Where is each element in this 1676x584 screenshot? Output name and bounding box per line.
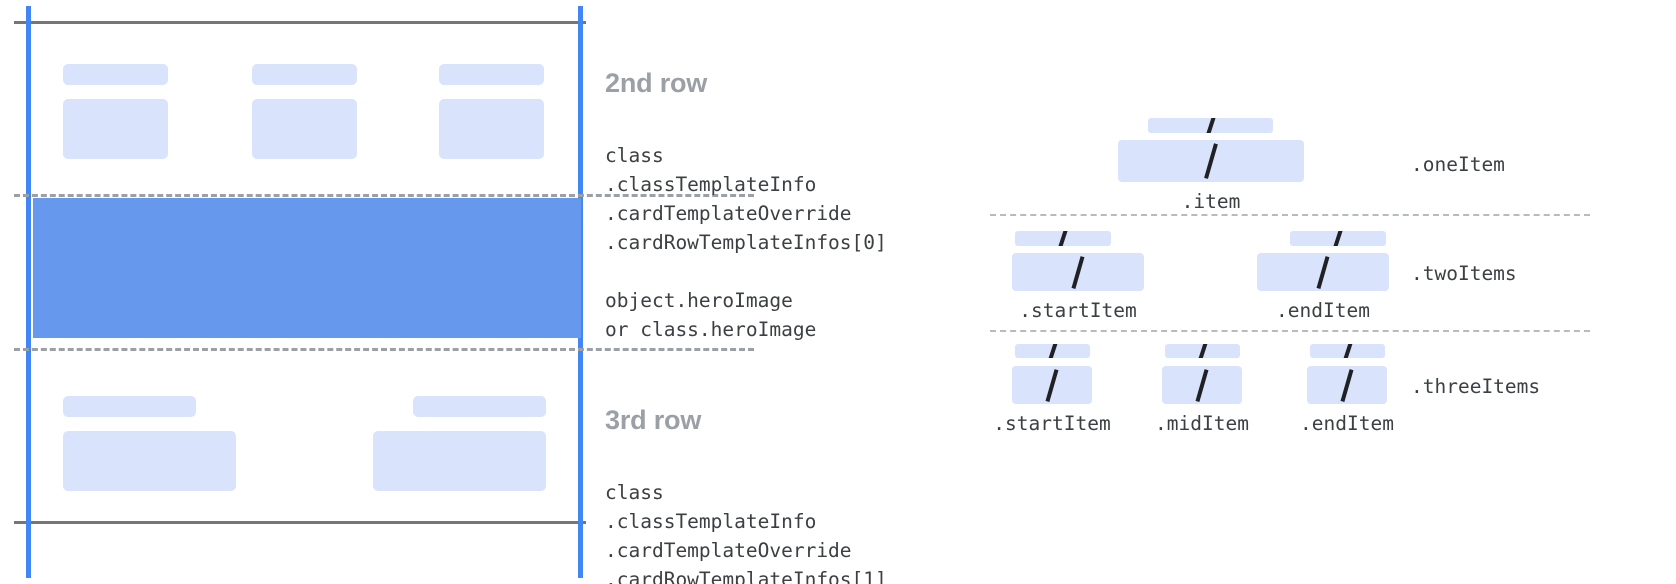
hero-row3-separator xyxy=(14,348,754,351)
slash-glyph xyxy=(1195,369,1208,402)
three-items-end-title-bar xyxy=(1310,344,1385,358)
row-item-variants-diagram: .item .oneItem .startItem .endItem .twoI… xyxy=(960,0,1676,584)
slash-glyph xyxy=(1333,231,1343,246)
row2-cell2-title xyxy=(252,64,357,85)
annotation-hero-image: object.heroImage or class.heroImage xyxy=(605,250,816,380)
slash-glyph xyxy=(1045,369,1058,402)
row2-hero-separator xyxy=(14,194,754,197)
card-layout-diagram: 2nd row class .classTemplateInfo .cardTe… xyxy=(14,6,887,584)
annotation-third-row: 3rd row class .classTemplateInfo .cardTe… xyxy=(605,369,887,584)
two-items-end-caption: .endItem xyxy=(1276,299,1370,322)
two-items-group-label: .twoItems xyxy=(1411,262,1517,285)
row3-cell2-body xyxy=(373,431,546,491)
slash-glyph xyxy=(1340,369,1353,402)
three-items-mid-caption: .midItem xyxy=(1155,412,1249,435)
two-items-start-title-bar xyxy=(1015,231,1111,246)
third-row-code: class .classTemplateInfo .cardTemplateOv… xyxy=(605,481,887,584)
row2-cell3-body xyxy=(439,99,544,159)
slash-glyph xyxy=(1048,344,1057,358)
slash-glyph xyxy=(1204,143,1218,179)
two-items-end-title-bar xyxy=(1290,231,1386,246)
three-items-group-label: .threeItems xyxy=(1411,375,1541,398)
one-item-title-bar xyxy=(1148,118,1273,133)
second-row-code: class .classTemplateInfo .cardTemplateOv… xyxy=(605,144,887,254)
card-left-guide xyxy=(26,6,31,578)
three-items-mid-title-bar xyxy=(1165,344,1240,358)
three-items-end-caption: .endItem xyxy=(1300,412,1394,435)
row2-cell2-body xyxy=(252,99,357,159)
row2-cell1-title xyxy=(63,64,168,85)
slash-glyph xyxy=(1205,118,1215,133)
annotation-second-row: 2nd row class .classTemplateInfo .cardTe… xyxy=(605,32,887,293)
row2-cell1-body xyxy=(63,99,168,159)
slash-glyph xyxy=(1316,256,1329,289)
second-row-heading: 2nd row xyxy=(605,68,708,98)
one-item-body-box xyxy=(1118,140,1304,182)
row3-cell1-body xyxy=(63,431,236,491)
slash-glyph xyxy=(1198,344,1207,358)
one-item-group-label: .oneItem xyxy=(1411,153,1505,176)
three-items-start-body-box xyxy=(1012,366,1092,404)
one-item-caption: .item xyxy=(1181,190,1241,213)
two-items-start-caption: .startItem xyxy=(1019,299,1137,322)
third-row-heading: 3rd row xyxy=(605,405,702,435)
three-items-mid-body-box xyxy=(1162,366,1242,404)
slash-glyph xyxy=(1071,256,1084,289)
two-items-start-body-box xyxy=(1012,253,1144,291)
row3-cell1-title xyxy=(63,396,196,417)
slash-glyph xyxy=(1058,231,1068,246)
hero-image-band xyxy=(33,198,581,338)
two-items-end-body-box xyxy=(1257,253,1389,291)
hero-image-code: object.heroImage or class.heroImage xyxy=(605,289,817,341)
three-items-start-caption: .startItem xyxy=(993,412,1111,435)
one-two-separator xyxy=(990,214,1590,216)
three-items-end-body-box xyxy=(1307,366,1387,404)
slash-glyph xyxy=(1343,344,1352,358)
two-three-separator xyxy=(990,330,1590,332)
card-bottom-rule xyxy=(14,521,586,524)
row3-cell2-title xyxy=(413,396,546,417)
card-top-rule xyxy=(14,21,586,24)
three-items-start-title-bar xyxy=(1015,344,1090,358)
row2-cell3-title xyxy=(439,64,544,85)
